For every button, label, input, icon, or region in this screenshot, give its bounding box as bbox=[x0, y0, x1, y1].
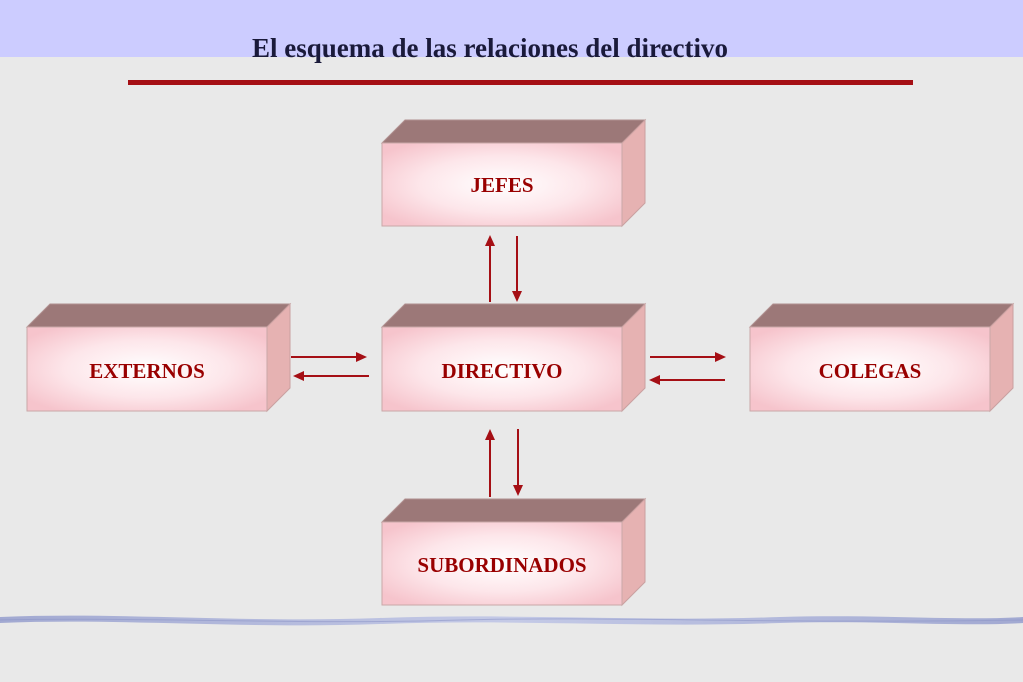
slide-title: El esquema de las relaciones del directi… bbox=[252, 33, 728, 63]
box-externos-top bbox=[25, 303, 292, 328]
box-colegas-face bbox=[749, 326, 991, 412]
box-jefes-label: JEFES bbox=[470, 173, 533, 197]
arrows-subordinados bbox=[485, 429, 523, 497]
title-band bbox=[0, 0, 1023, 57]
arrows-externos bbox=[291, 352, 369, 381]
arrow-up-to-jefes-head bbox=[485, 235, 495, 246]
arrows-jefes bbox=[485, 235, 522, 302]
box-externos: EXTERNOS bbox=[25, 302, 292, 413]
box-subordinados-top bbox=[380, 498, 647, 523]
box-directivo-label: DIRECTIVO bbox=[442, 359, 563, 383]
box-subordinados-face bbox=[381, 521, 623, 606]
box-jefes-top bbox=[380, 119, 647, 144]
box-subordinados-label: SUBORDINADOS bbox=[417, 553, 586, 577]
title-underline bbox=[128, 80, 913, 85]
arrow-left-to-directivo-head bbox=[649, 375, 660, 385]
box-externos-label: EXTERNOS bbox=[89, 359, 205, 383]
box-subordinados: SUBORDINADOS bbox=[380, 497, 647, 607]
box-directivo: DIRECTIVO bbox=[380, 302, 647, 413]
box-directivo-face bbox=[381, 326, 623, 412]
arrow-right-to-directivo-head bbox=[356, 352, 367, 362]
box-externos-face bbox=[26, 326, 268, 412]
arrow-right-to-colegas-head bbox=[715, 352, 726, 362]
arrow-up-from-subordinados-head bbox=[485, 429, 495, 440]
footer-wave bbox=[0, 615, 1023, 626]
box-jefes-face bbox=[381, 142, 623, 227]
box-directivo-top bbox=[380, 303, 647, 328]
box-colegas-label: COLEGAS bbox=[819, 359, 922, 383]
arrow-down-to-subordinados-head bbox=[513, 485, 523, 496]
box-colegas-top bbox=[748, 303, 1015, 328]
arrows-colegas bbox=[649, 352, 726, 385]
arrow-down-from-jefes-head bbox=[512, 291, 522, 302]
arrow-left-to-externos-head bbox=[293, 371, 304, 381]
box-jefes: JEFES bbox=[380, 118, 647, 228]
box-colegas: COLEGAS bbox=[748, 302, 1015, 413]
